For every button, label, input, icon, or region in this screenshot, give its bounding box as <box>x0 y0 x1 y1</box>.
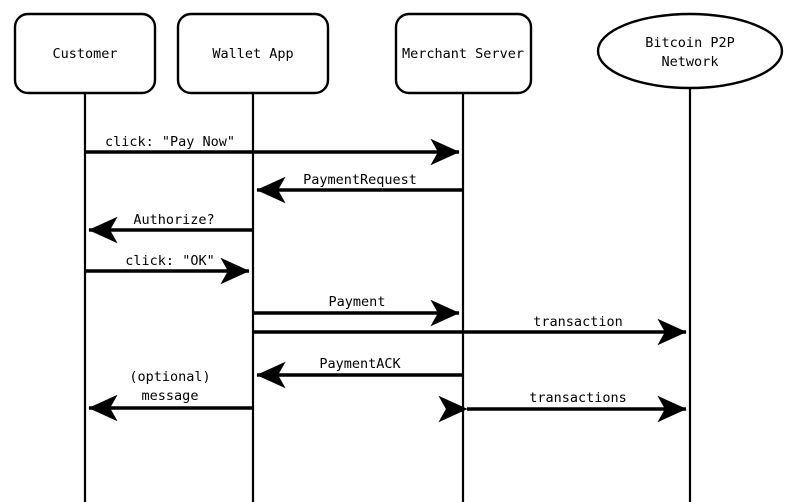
participant-customer-label: Customer <box>52 46 117 62</box>
participant-wallet-app-label: Wallet App <box>212 46 293 62</box>
message-transactions[interactable]: transactions <box>438 390 687 423</box>
participant-wallet-app[interactable]: Wallet App <box>176 12 330 95</box>
participant-wallet-app-box <box>176 12 330 95</box>
participant-bitcoin-network-label-line2: Network <box>662 54 719 70</box>
message-payment-ack[interactable]: PaymentACK <box>256 356 463 389</box>
message-optional-message[interactable]: (optional) message <box>88 369 253 422</box>
participant-bitcoin-network-label-line1: Bitcoin P2P <box>645 35 734 51</box>
message-payment-request[interactable]: PaymentRequest <box>256 172 463 204</box>
message-click-pay-now-label: click: "Pay Now" <box>105 134 235 150</box>
participant-merchant-server-box <box>394 12 533 95</box>
message-optional-message-label-line2: message <box>142 388 199 404</box>
lifelines-group <box>83 88 692 502</box>
message-transaction[interactable]: transaction <box>253 314 687 346</box>
message-payment-ack-label: PaymentACK <box>319 356 401 372</box>
message-click-pay-now[interactable]: click: "Pay Now" <box>85 134 460 166</box>
message-transaction-label: transaction <box>533 314 622 330</box>
participant-bitcoin-network[interactable]: Bitcoin P2P Network <box>596 12 784 90</box>
message-payment-label: Payment <box>329 294 386 310</box>
message-transactions-label: transactions <box>529 390 627 406</box>
participant-bitcoin-network-ellipse <box>596 12 784 90</box>
message-payment-request-label: PaymentRequest <box>303 172 417 188</box>
participant-customer-box <box>13 12 157 95</box>
participant-merchant-server-label: Merchant Server <box>402 46 524 62</box>
participant-merchant-server[interactable]: Merchant Server <box>394 12 533 95</box>
participant-customer[interactable]: Customer <box>13 12 157 95</box>
message-click-ok[interactable]: click: "OK" <box>85 253 250 285</box>
message-optional-message-label-line1: (optional) <box>129 369 210 385</box>
message-authorize[interactable]: Authorize? <box>88 212 253 244</box>
message-payment[interactable]: Payment <box>253 294 460 327</box>
message-authorize-label: Authorize? <box>133 212 214 228</box>
message-click-ok-label: click: "OK" <box>125 253 214 269</box>
